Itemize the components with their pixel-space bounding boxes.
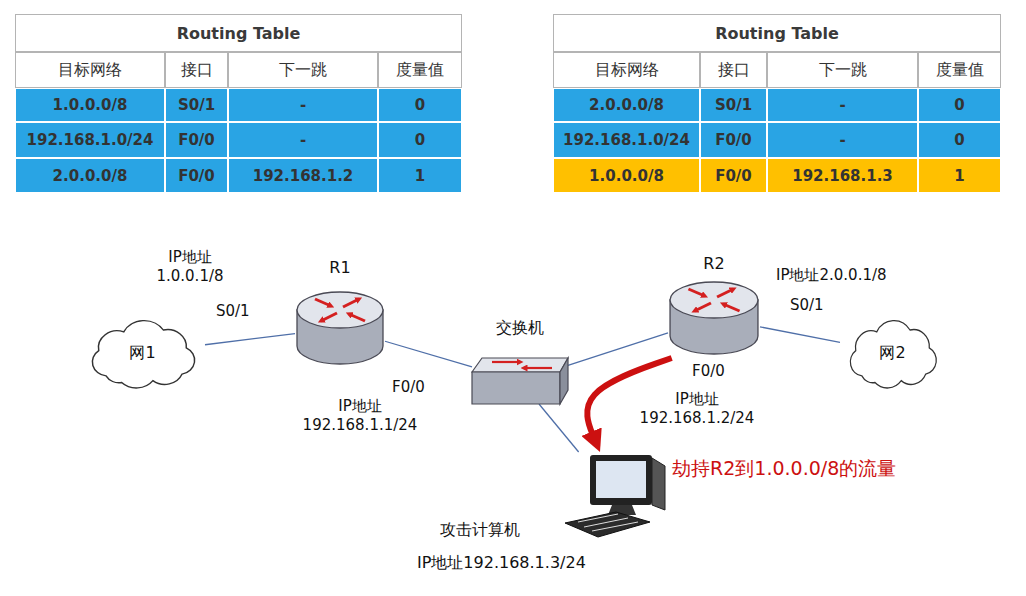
switch-front bbox=[472, 372, 560, 404]
table-cell: - bbox=[228, 122, 378, 158]
switch-icon bbox=[472, 358, 568, 404]
table-cell: F0/0 bbox=[700, 158, 767, 193]
cloud-shape bbox=[850, 321, 936, 388]
table-cell: 192.168.1.3 bbox=[767, 158, 918, 193]
router: R2 bbox=[668, 278, 760, 358]
network-cloud: 网1 bbox=[80, 315, 205, 390]
network-name: 网1 bbox=[129, 343, 155, 362]
table-cell: F0/0 bbox=[165, 122, 228, 158]
router-arrow bbox=[688, 289, 704, 296]
router: R1 bbox=[295, 288, 385, 368]
network-link bbox=[539, 404, 579, 452]
router-arrow bbox=[695, 303, 711, 311]
attack-computer: 攻击计算机IP地址192.168.1.3/24 bbox=[565, 452, 665, 540]
ip-address: IP地址 1.0.0.1/8 bbox=[140, 248, 240, 286]
monitor-side bbox=[652, 458, 665, 510]
interface-label: S0/1 bbox=[216, 302, 250, 321]
table-cell: 0 bbox=[918, 88, 1001, 122]
network-link bbox=[205, 334, 295, 345]
table-cell: 192.168.1.0/24 bbox=[15, 122, 165, 158]
router-arrow bbox=[343, 299, 359, 307]
table-header: 目标网络 bbox=[15, 52, 165, 88]
table-title: Routing Table bbox=[553, 14, 1001, 52]
table-cell: - bbox=[767, 122, 918, 158]
switch-top bbox=[472, 358, 568, 372]
network-cloud: 网2 bbox=[840, 315, 945, 390]
computer-icon bbox=[565, 455, 665, 537]
table-header: 接口 bbox=[165, 52, 228, 88]
table-cell: 0 bbox=[918, 122, 1001, 158]
table-cell: 2.0.0.0/8 bbox=[553, 88, 700, 122]
monitor-screen bbox=[596, 461, 646, 498]
router-arrow bbox=[315, 299, 331, 306]
router-arrow bbox=[717, 289, 733, 297]
table-header: 度量值 bbox=[378, 52, 462, 88]
table-cell: S0/1 bbox=[165, 88, 228, 122]
table-title: Routing Table bbox=[15, 14, 462, 52]
table-cell: 1.0.0.0/8 bbox=[15, 88, 165, 122]
router-name: R2 bbox=[668, 254, 760, 273]
switch-side bbox=[560, 358, 568, 404]
arrow-label: 劫持R2到1.0.0.0/8的流量 bbox=[672, 456, 896, 482]
keyboard-keys bbox=[592, 522, 638, 531]
hijack-arrow bbox=[587, 358, 671, 442]
network-link bbox=[385, 341, 472, 367]
switch: 交换机 bbox=[472, 358, 568, 404]
table-header: 接口 bbox=[700, 52, 767, 88]
ip-address: IP地址2.0.0.1/8 bbox=[776, 266, 887, 285]
network-link bbox=[760, 327, 840, 342]
table-cell: 0 bbox=[378, 88, 462, 122]
table-cell: - bbox=[767, 88, 918, 122]
table-header: 目标网络 bbox=[553, 52, 700, 88]
switch-arrow bbox=[492, 361, 520, 363]
network-link bbox=[568, 333, 668, 365]
router-name: R1 bbox=[295, 258, 385, 277]
interface-label: F0/0 bbox=[392, 378, 425, 397]
ip-address: IP地址192.168.1.3/24 bbox=[417, 553, 586, 572]
keyboard bbox=[565, 512, 650, 537]
table-cell: - bbox=[228, 88, 378, 122]
table-header: 度量值 bbox=[918, 52, 1001, 88]
switch-arrow bbox=[524, 367, 552, 369]
cloud-shape bbox=[92, 321, 194, 388]
router-icon bbox=[670, 282, 758, 354]
ip-address: IP地址 192.168.1.2/24 bbox=[622, 390, 772, 428]
table-cell: 1 bbox=[378, 158, 462, 193]
table-cell: S0/1 bbox=[700, 88, 767, 122]
router-icon bbox=[297, 292, 383, 364]
interface-label: F0/0 bbox=[692, 362, 725, 381]
router-arrow bbox=[723, 304, 739, 311]
cloud-outline bbox=[850, 321, 936, 388]
cloud-outline bbox=[92, 321, 194, 388]
router-arrow bbox=[321, 313, 337, 321]
computer-name: 攻击计算机 bbox=[440, 520, 520, 539]
table-cell: 1 bbox=[918, 158, 1001, 193]
network-name: 网2 bbox=[879, 343, 905, 362]
router-top bbox=[297, 292, 383, 328]
table-cell: 2.0.0.0/8 bbox=[15, 158, 165, 193]
ip-address: IP地址 192.168.1.1/24 bbox=[285, 397, 435, 435]
table-cell: 1.0.0.0/8 bbox=[553, 158, 700, 193]
table-cell: F0/0 bbox=[165, 158, 228, 193]
monitor bbox=[590, 455, 652, 505]
table-header: 下一跳 bbox=[767, 52, 918, 88]
table-cell: 0 bbox=[378, 122, 462, 158]
interface-label: S0/1 bbox=[790, 296, 824, 315]
table-header: 下一跳 bbox=[228, 52, 378, 88]
router-top bbox=[670, 282, 758, 318]
router-arrow bbox=[349, 314, 365, 321]
table-cell: 192.168.1.2 bbox=[228, 158, 378, 193]
table-cell: F0/0 bbox=[700, 122, 767, 158]
switch-name: 交换机 bbox=[472, 318, 568, 337]
table-cell: 192.168.1.0/24 bbox=[553, 122, 700, 158]
